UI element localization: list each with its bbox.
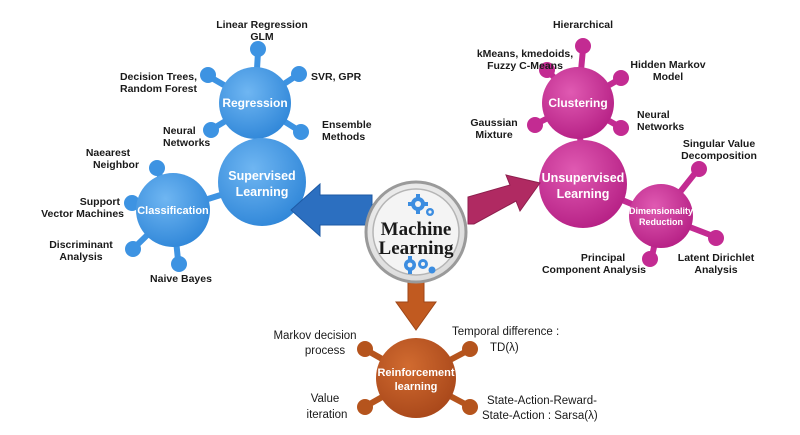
label-hidden-markov: Hidden Markov bbox=[630, 59, 705, 71]
leaf-dot-neural bbox=[203, 122, 219, 138]
label-value: Value bbox=[311, 393, 340, 405]
leaf-dot-discriminant bbox=[125, 241, 141, 257]
label-process: process bbox=[305, 345, 346, 357]
label-td-lambda: TD(λ) bbox=[490, 342, 519, 354]
leaf-dot-trees bbox=[200, 67, 216, 83]
label-temporal-difference: Temporal difference : bbox=[452, 326, 559, 338]
unsupervised-branch: Clustering Unsupervised Learning Dimensi… bbox=[470, 19, 757, 276]
label-methods: Methods bbox=[322, 131, 365, 143]
supervised-title-line2: Learning bbox=[236, 185, 289, 199]
center-title-line1: Machine bbox=[381, 219, 452, 240]
label-iteration: iteration bbox=[307, 409, 348, 421]
label-sarsa: State-Action : Sarsa(λ) bbox=[482, 410, 598, 422]
unsupervised-leaf-dots bbox=[527, 38, 724, 267]
clustering-node[interactable] bbox=[542, 67, 614, 139]
leaf-dot-gaussian bbox=[527, 117, 543, 133]
label-random-forest: Random Forest bbox=[120, 83, 198, 95]
label-svr-gpr: SVR, GPR bbox=[311, 71, 362, 83]
supervised-branch: Regression Supervised Learning Classific… bbox=[41, 19, 372, 285]
leaf-dot-svd bbox=[691, 161, 707, 177]
machine-learning-center: Machine Learning bbox=[364, 180, 468, 284]
label-principal: Principal bbox=[581, 252, 625, 264]
leaf-dot-mdp bbox=[357, 341, 373, 357]
reinforcement-branch: Reinforcement learning Markov decision p… bbox=[273, 326, 597, 422]
label-singular-value: Singular Value bbox=[683, 138, 756, 150]
center-title-line2: Learning bbox=[379, 238, 454, 259]
reinforcement-leaf-dots bbox=[357, 341, 478, 415]
center-inner-circle[interactable] bbox=[372, 188, 460, 276]
unsupervised-title-line2: Learning bbox=[557, 187, 610, 201]
supervised-title-line1: Supervised bbox=[228, 169, 295, 183]
classification-title: Classification bbox=[137, 205, 209, 217]
leaf-dot-neighbor bbox=[149, 160, 165, 176]
arrow-to-unsupervised bbox=[467, 174, 541, 225]
label-latent-dirichlet: Latent Dirichlet bbox=[678, 252, 755, 264]
leaf-dot-value bbox=[357, 399, 373, 415]
label-gaussian: Gaussian bbox=[470, 117, 517, 129]
leaf-dot-neural-unsup bbox=[613, 120, 629, 136]
label-naive-bayes: Naive Bayes bbox=[150, 273, 212, 285]
label-networks-unsup: Networks bbox=[637, 121, 684, 133]
leaf-dot-pca bbox=[642, 251, 658, 267]
label-hierarchical: Hierarchical bbox=[553, 19, 613, 31]
leaf-dot-linear bbox=[250, 41, 266, 57]
label-mixture: Mixture bbox=[475, 129, 513, 141]
label-neural-supervised: Neural bbox=[163, 125, 196, 137]
label-fuzzy: Fuzzy C-Means bbox=[487, 60, 563, 72]
leaf-dot-svm bbox=[124, 195, 140, 211]
gear-icon-top bbox=[408, 194, 434, 216]
leaf-dot-hierarchical bbox=[575, 38, 591, 54]
classification-node[interactable] bbox=[136, 173, 210, 247]
reinforcement-learning-node[interactable] bbox=[376, 338, 456, 418]
label-vector-machines: Vector Machines bbox=[41, 208, 124, 220]
gear-icon-bottom bbox=[404, 256, 436, 274]
leaf-dot-sarsa bbox=[462, 399, 478, 415]
dimensionality-reduction-node[interactable] bbox=[629, 184, 693, 248]
label-neighbor: Neighbor bbox=[93, 159, 139, 171]
label-analysis-supervised: Analysis bbox=[59, 251, 102, 263]
reinforcement-title-line1: Reinforcement bbox=[377, 367, 454, 379]
unsupervised-title-line1: Unsupervised bbox=[542, 171, 625, 185]
label-ensemble: Ensemble bbox=[322, 119, 372, 131]
unsupervised-learning-node[interactable] bbox=[539, 140, 627, 228]
regression-node[interactable] bbox=[219, 67, 291, 139]
arrow-to-reinforcement bbox=[395, 279, 437, 331]
label-support: Support bbox=[80, 196, 121, 208]
label-decision-trees: Decision Trees, bbox=[120, 71, 197, 83]
label-glm: GLM bbox=[250, 31, 274, 43]
regression-title: Regression bbox=[222, 96, 287, 110]
label-state-action-reward: State-Action-Reward- bbox=[487, 395, 597, 407]
label-naearest: Naearest bbox=[86, 147, 131, 159]
arrow-to-supervised bbox=[290, 182, 373, 238]
label-kmeans: kMeans, kmedoids, bbox=[477, 48, 573, 60]
label-networks-supervised: Networks bbox=[163, 137, 210, 149]
label-model: Model bbox=[653, 71, 683, 83]
leaf-dot-ensemble bbox=[293, 124, 309, 140]
label-neural-unsup: Neural bbox=[637, 109, 670, 121]
reinforcement-title-line2: learning bbox=[395, 381, 438, 393]
label-linear-regression: Linear Regression bbox=[216, 19, 308, 31]
clustering-title: Clustering bbox=[548, 96, 607, 110]
label-decomposition: Decomposition bbox=[681, 150, 757, 162]
dimensionality-title-line2: Reduction bbox=[639, 217, 683, 227]
leaf-dot-svr bbox=[291, 66, 307, 82]
label-component-analysis: Component Analysis bbox=[542, 264, 646, 276]
supervised-leaf-dots bbox=[124, 41, 309, 272]
dimensionality-title-line1: Dimensionality bbox=[629, 206, 693, 216]
leaf-dot-kmeans bbox=[539, 62, 555, 78]
leaf-dot-hmm bbox=[613, 70, 629, 86]
supervised-learning-node[interactable] bbox=[218, 138, 306, 226]
leaf-dot-td bbox=[462, 341, 478, 357]
label-markov-decision: Markov decision bbox=[273, 330, 356, 342]
leaf-dot-lda bbox=[708, 230, 724, 246]
leaf-dot-bayes bbox=[171, 256, 187, 272]
label-discriminant: Discriminant bbox=[49, 239, 113, 251]
label-analysis-lda: Analysis bbox=[694, 264, 737, 276]
